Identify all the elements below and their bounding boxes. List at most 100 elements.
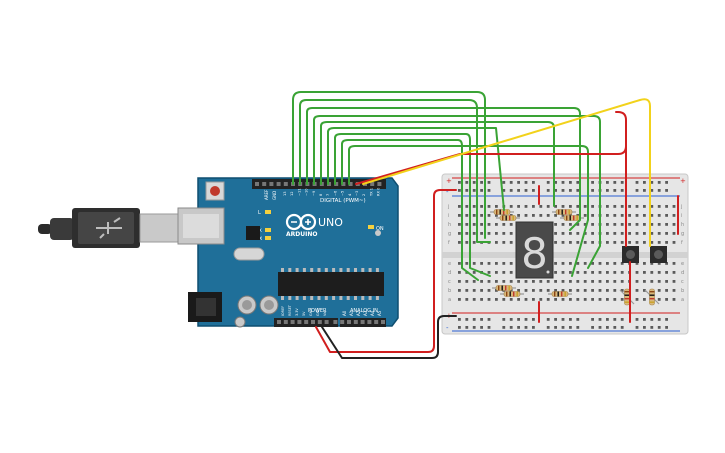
breadboard-hole[interactable]: [539, 205, 543, 208]
breadboard-hole[interactable]: [480, 262, 483, 265]
breadboard-hole[interactable]: [487, 223, 491, 226]
breadboard-hole[interactable]: [569, 189, 572, 192]
breadboard-hole[interactable]: [628, 241, 631, 244]
pin-hole[interactable]: [374, 320, 379, 324]
breadboard-hole[interactable]: [635, 262, 639, 265]
breadboard-hole[interactable]: [524, 214, 528, 217]
breadboard-hole[interactable]: [465, 205, 469, 208]
breadboard-hole[interactable]: [569, 289, 572, 292]
pin-hole[interactable]: [277, 320, 281, 324]
breadboard-hole[interactable]: [561, 214, 565, 217]
wire-yellow-signal[interactable]: [362, 98, 651, 247]
breadboard-hole[interactable]: [583, 205, 587, 208]
breadboard-hole[interactable]: [620, 214, 624, 217]
breadboard-hole[interactable]: [620, 318, 624, 321]
breadboard-hole[interactable]: [532, 318, 535, 321]
pin-hole[interactable]: [311, 320, 315, 324]
breadboard-hole[interactable]: [657, 205, 661, 208]
breadboard-hole[interactable]: [598, 298, 602, 301]
breadboard-hole[interactable]: [517, 318, 520, 321]
breadboard-hole[interactable]: [480, 318, 483, 321]
breadboard-hole[interactable]: [576, 241, 580, 244]
pin-hole[interactable]: [367, 320, 372, 324]
resistor[interactable]: [500, 291, 524, 297]
breadboard-hole[interactable]: [458, 271, 461, 274]
breadboard-hole[interactable]: [650, 223, 654, 226]
breadboard-hole[interactable]: [583, 223, 587, 226]
breadboard-hole[interactable]: [561, 181, 565, 184]
breadboard-hole[interactable]: [561, 318, 565, 321]
breadboard-hole[interactable]: [532, 326, 535, 329]
breadboard-hole[interactable]: [665, 262, 668, 265]
breadboard-hole[interactable]: [509, 280, 513, 283]
wire-green-6[interactable]: [327, 127, 505, 211]
breadboard-hole[interactable]: [465, 326, 469, 329]
wire-black-gnd[interactable]: [321, 315, 457, 359]
wire-green-7[interactable]: [334, 133, 491, 277]
breadboard-hole[interactable]: [554, 280, 557, 283]
pin-hole[interactable]: [377, 182, 382, 186]
breadboard-hole[interactable]: [613, 223, 617, 226]
breadboard-hole[interactable]: [576, 326, 580, 329]
breadboard-hole[interactable]: [561, 223, 565, 226]
breadboard-hole[interactable]: [635, 280, 639, 283]
breadboard-hole[interactable]: [480, 223, 483, 226]
breadboard-hole[interactable]: [458, 298, 461, 301]
breadboard-hole[interactable]: [487, 189, 491, 192]
breadboard-hole[interactable]: [532, 181, 535, 184]
resistor[interactable]: [644, 288, 660, 306]
pin-hole[interactable]: [269, 182, 274, 186]
breadboard-hole[interactable]: [495, 241, 498, 244]
breadboard-hole[interactable]: [657, 241, 661, 244]
breadboard-hole[interactable]: [517, 181, 520, 184]
breadboard-hole[interactable]: [576, 205, 580, 208]
breadboard-hole[interactable]: [576, 280, 580, 283]
breadboard-hole[interactable]: [657, 271, 661, 274]
breadboard-hole[interactable]: [458, 181, 461, 184]
breadboard-hole[interactable]: [480, 326, 483, 329]
breadboard-hole[interactable]: [554, 326, 557, 329]
breadboard-hole[interactable]: [672, 214, 676, 217]
breadboard-hole[interactable]: [554, 289, 557, 292]
breadboard-hole[interactable]: [643, 232, 646, 235]
breadboard-hole[interactable]: [495, 223, 498, 226]
breadboard-hole[interactable]: [517, 326, 520, 329]
breadboard-hole[interactable]: [591, 298, 594, 301]
breadboard-hole[interactable]: [495, 271, 498, 274]
breadboard-hole[interactable]: [539, 214, 543, 217]
breadboard-hole[interactable]: [650, 205, 654, 208]
breadboard-hole[interactable]: [502, 326, 506, 329]
breadboard-hole[interactable]: [502, 280, 506, 283]
breadboard-hole[interactable]: [517, 214, 520, 217]
breadboard-hole[interactable]: [539, 280, 543, 283]
pushbutton-2[interactable]: [650, 246, 667, 263]
breadboard-hole[interactable]: [472, 223, 476, 226]
breadboard-hole[interactable]: [620, 280, 624, 283]
breadboard-hole[interactable]: [465, 280, 469, 283]
breadboard-hole[interactable]: [657, 262, 661, 265]
breadboard-hole[interactable]: [458, 214, 461, 217]
breadboard-hole[interactable]: [524, 181, 528, 184]
breadboard-hole[interactable]: [628, 232, 631, 235]
resistor[interactable]: [496, 215, 520, 221]
breadboard-hole[interactable]: [458, 241, 461, 244]
breadboard-hole[interactable]: [472, 262, 476, 265]
breadboard-hole[interactable]: [591, 214, 594, 217]
breadboard-hole[interactable]: [554, 214, 557, 217]
breadboard-hole[interactable]: [554, 189, 557, 192]
breadboard-hole[interactable]: [665, 223, 668, 226]
breadboard-hole[interactable]: [509, 318, 513, 321]
breadboard-hole[interactable]: [576, 262, 580, 265]
breadboard-hole[interactable]: [576, 289, 580, 292]
breadboard-hole[interactable]: [480, 214, 483, 217]
breadboard-hole[interactable]: [480, 280, 483, 283]
breadboard-hole[interactable]: [643, 262, 646, 265]
breadboard-hole[interactable]: [620, 271, 624, 274]
breadboard-hole[interactable]: [509, 271, 513, 274]
pin-hole[interactable]: [297, 320, 302, 324]
breadboard-hole[interactable]: [606, 214, 609, 217]
pin-hole[interactable]: [348, 182, 353, 186]
breadboard-hole[interactable]: [591, 262, 594, 265]
breadboard-hole[interactable]: [643, 181, 646, 184]
